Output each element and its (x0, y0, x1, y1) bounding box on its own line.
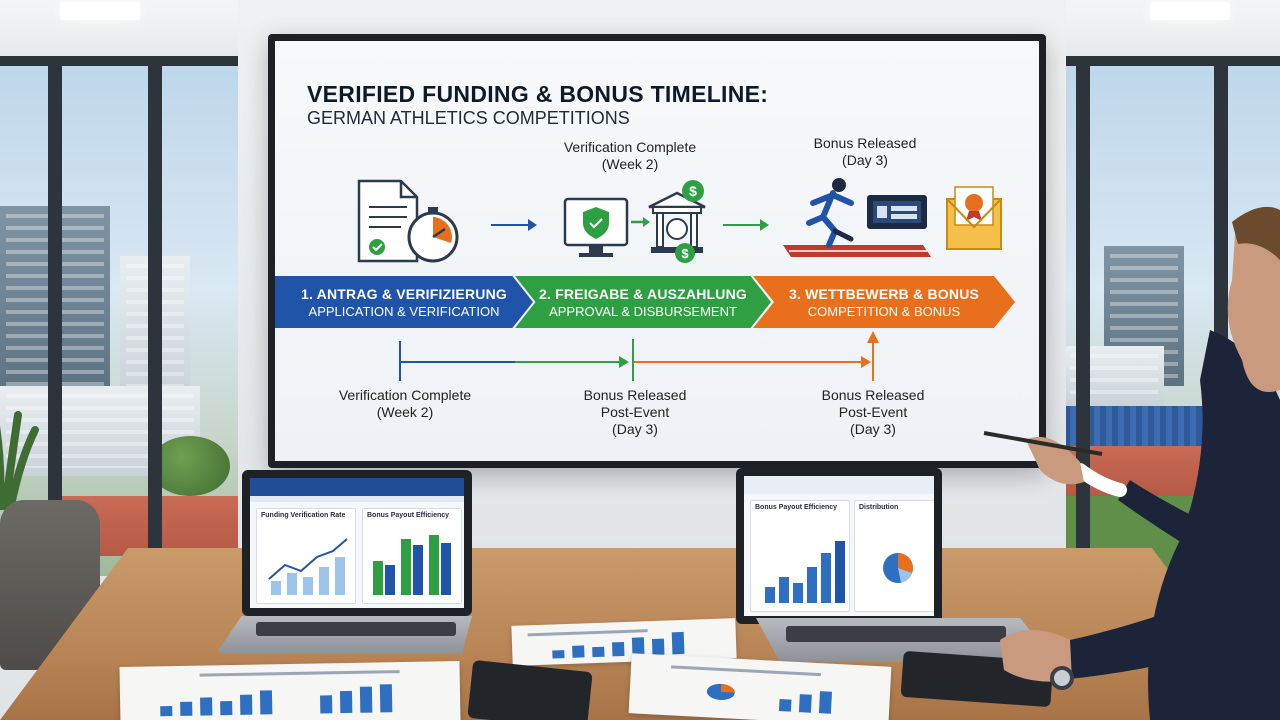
bar (401, 539, 411, 595)
presentation-display: VERIFIED FUNDING & BONUS TIMELINE: GERMA… (268, 34, 1046, 468)
chart-card: Funding Verification Rate (256, 508, 356, 604)
bar (793, 583, 803, 603)
chart-card: Distribution (854, 500, 934, 612)
stage2-icons: $ $ (561, 177, 711, 272)
stage-chevron-3: 3. WETTBEWERB & BONUS COMPETITION & BONU… (753, 276, 1015, 328)
laptop-left: Funding Verification Rate Bonus Payout E… (216, 470, 472, 656)
award-envelope-icon (946, 186, 1002, 250)
bar (835, 541, 845, 603)
ceiling-light (60, 2, 140, 20)
bar (303, 577, 313, 595)
dashboard-header (250, 478, 464, 496)
dashboard-header (744, 476, 934, 494)
top-caption-verification: Verification Complete (Week 2) (563, 139, 697, 172)
dollar-coin-icon: $ $ (675, 180, 704, 263)
dashboard: Bonus Payout Efficiency Distribution (744, 476, 934, 616)
bar (373, 561, 383, 595)
svg-text:$: $ (681, 246, 689, 261)
bar (821, 553, 831, 603)
bar (779, 577, 789, 603)
arrow-right-icon (723, 219, 769, 231)
window-frame (1064, 56, 1280, 66)
monitor-shield-icon (563, 197, 629, 257)
keyboard (786, 626, 1006, 642)
bar (413, 545, 423, 595)
pie-chart-icon (883, 553, 913, 583)
window-frame (0, 56, 240, 66)
bar (287, 573, 297, 595)
chart-card: Bonus Payout Efficiency (362, 508, 462, 604)
timeline-tick (632, 339, 634, 381)
bar (807, 567, 817, 603)
dashboard-subheader (250, 496, 464, 502)
stage-chevron-1: 1. ANTRAG & VERIFIZIERUNG APPLICATION & … (275, 276, 533, 328)
bar (765, 587, 775, 603)
plant (0, 400, 50, 514)
pie-chart-icon (706, 683, 735, 700)
printed-report (119, 661, 461, 720)
pen-icon (983, 431, 1103, 456)
keyboard (256, 622, 456, 636)
timeline-arrowhead (861, 356, 871, 368)
stage-chevron-2: 2. FREIGABE & AUSZAHLUNG APPROVAL & DISB… (515, 276, 771, 328)
bar (271, 581, 281, 595)
bottom-caption-bonus-1: Bonus Released Post-Event (Day 3) (583, 387, 687, 437)
slide-title: VERIFIED FUNDING & BONUS TIMELINE: (307, 81, 769, 107)
window-frame (1076, 56, 1090, 576)
timeline-tick (872, 341, 874, 381)
laptop-screen: Bonus Payout Efficiency Distribution (736, 468, 942, 624)
timeline-tick (399, 341, 401, 381)
timeline-segment (401, 361, 515, 363)
stopwatch-icon (407, 207, 459, 263)
slide-subtitle: GERMAN ATHLETICS COMPETITIONS (307, 108, 630, 128)
bank-icon (648, 191, 706, 253)
presenter (980, 200, 1280, 720)
scoreboard-icon (867, 195, 927, 229)
arrow-right-icon (491, 219, 537, 231)
timeline-arrowhead-up (867, 331, 879, 343)
bar (335, 557, 345, 595)
runner-icon (783, 178, 931, 257)
left-window (0, 56, 240, 576)
window-frame (148, 56, 162, 576)
bottom-caption-bonus-2: Bonus Released Post-Event (Day 3) (821, 387, 925, 437)
laptop-screen: Funding Verification Rate Bonus Payout E… (242, 470, 472, 616)
slide: VERIFIED FUNDING & BONUS TIMELINE: GERMA… (275, 41, 1039, 461)
tree (150, 436, 230, 496)
timeline-segment (634, 361, 864, 363)
laptop-right: Bonus Payout Efficiency Distribution (736, 468, 1056, 664)
top-caption-bonus: Bonus Released (Day 3) (813, 135, 917, 168)
stage1-icons (355, 177, 465, 272)
ceiling-light (1150, 2, 1230, 20)
timeline-arrowhead (619, 356, 629, 368)
stage3-icons (783, 173, 1009, 268)
document-icon (357, 179, 419, 263)
chart-card: Bonus Payout Efficiency (750, 500, 850, 612)
printed-report (628, 653, 892, 720)
svg-text:$: $ (689, 183, 697, 199)
bottom-caption-verification: Verification Complete (Week 2) (338, 387, 472, 420)
bar (319, 567, 329, 595)
timeline-segment (515, 361, 623, 363)
dashboard: Funding Verification Rate Bonus Payout E… (250, 478, 464, 608)
bar (441, 543, 451, 595)
trend-line (268, 538, 348, 580)
bar (429, 535, 439, 595)
laptop-base (216, 616, 472, 654)
bar (385, 565, 395, 595)
window-frame (48, 56, 62, 576)
